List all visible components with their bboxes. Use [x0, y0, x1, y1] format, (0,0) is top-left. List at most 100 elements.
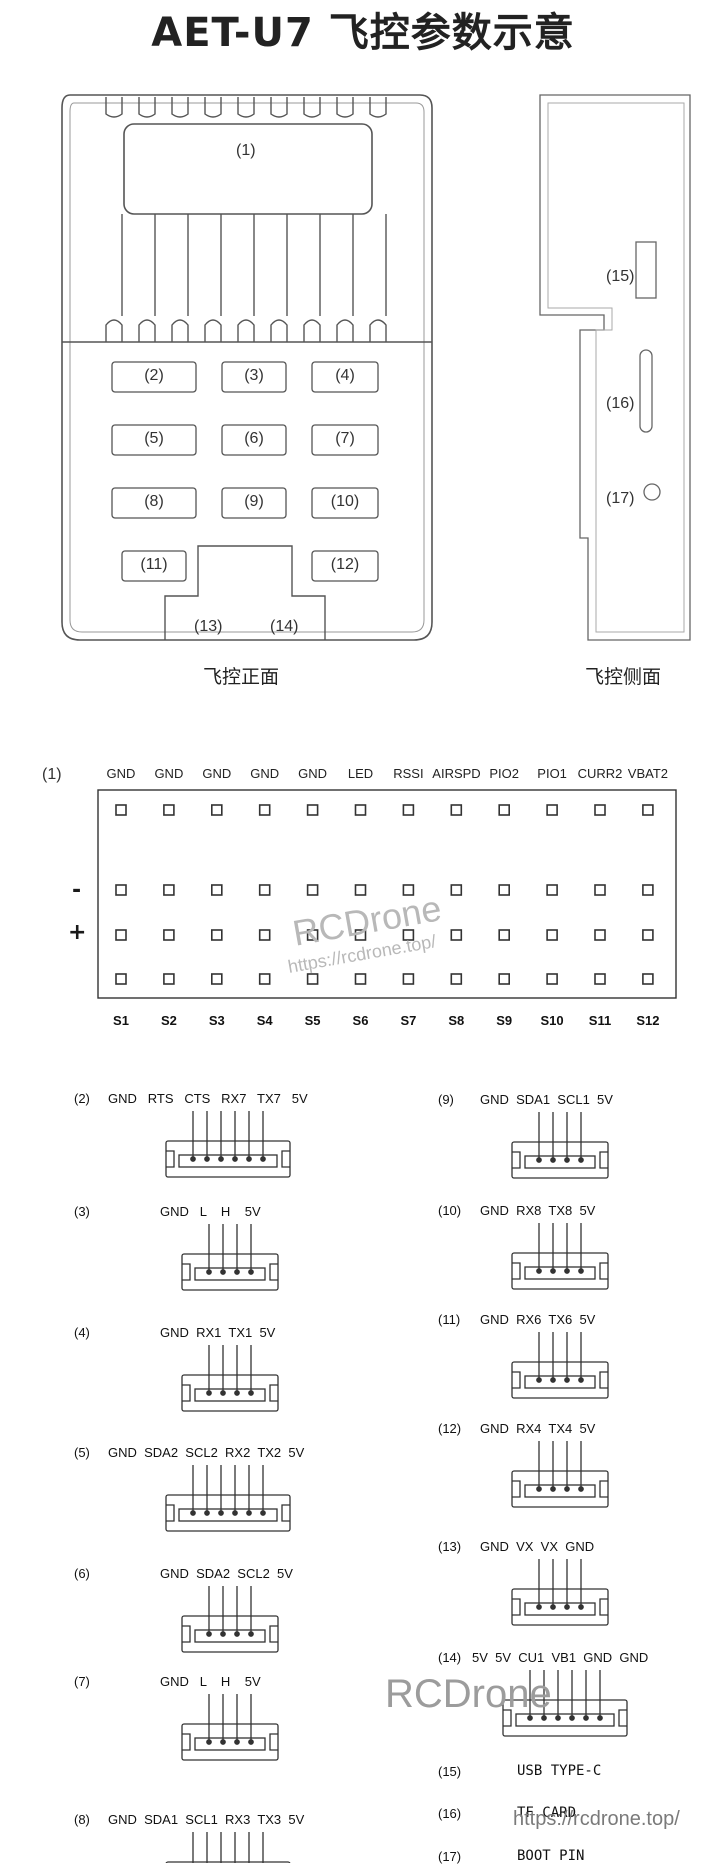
rail-signal: S5: [304, 1013, 321, 1028]
rail-pin: [546, 973, 558, 985]
rail-pin: [642, 884, 654, 896]
connector-contact: [232, 1156, 238, 1162]
fin-bottom: [336, 319, 354, 342]
connector-inner: [178, 1154, 278, 1168]
connector-contact: [536, 1486, 542, 1492]
connector-contact: [536, 1157, 542, 1163]
connector-latch: [166, 1150, 175, 1168]
connector-contact: [260, 1510, 266, 1516]
port-outline: [311, 487, 379, 519]
fin-bottom: [270, 319, 288, 342]
connector-contact: [248, 1631, 254, 1637]
connector-contact: [246, 1510, 252, 1516]
connector-number: (8): [74, 1812, 90, 1827]
connector-housing: [181, 1723, 279, 1761]
connector-latch: [182, 1384, 191, 1402]
rail-pin: [402, 929, 415, 941]
rail-pin: [402, 973, 415, 985]
rail-pin: [450, 973, 463, 985]
connector-pin-labels: GND RX4 TX4 5V: [480, 1421, 596, 1436]
connector-number: (3): [74, 1204, 90, 1219]
connector-contact: [578, 1268, 584, 1274]
connector-latch: [599, 1371, 608, 1389]
rail-pin: [642, 929, 654, 941]
port-outline: [221, 424, 287, 456]
side-item-number: (17): [438, 1849, 462, 1864]
connector-inner: [524, 1602, 596, 1616]
rail-pin: [594, 973, 606, 985]
connector-pin-labels: GND SDA2 SCL2 RX2 TX2 5V: [108, 1445, 305, 1460]
servo-rail-frame: [97, 789, 677, 999]
side-port-label: (16): [606, 395, 635, 412]
connector-contact: [204, 1510, 210, 1516]
port-label: (13): [194, 618, 223, 635]
port-label: (2): [144, 367, 164, 384]
port-label: (11): [140, 556, 168, 573]
rail-header: GND: [154, 766, 184, 781]
connector-inner: [515, 1713, 615, 1727]
rail-pin: [450, 804, 463, 816]
rail-pin: [306, 973, 319, 985]
connector-inner: [524, 1155, 596, 1169]
rail-pin: [450, 884, 463, 896]
connector-contact: [248, 1269, 254, 1275]
rail-pin: [211, 929, 223, 941]
connector-contact: [246, 1156, 252, 1162]
rail-pin: [498, 884, 511, 896]
connector-contact: [234, 1269, 240, 1275]
connector-housing: [511, 1470, 609, 1508]
port-outline: [311, 361, 379, 393]
connector-contact: [578, 1486, 584, 1492]
rail-pin: [642, 804, 654, 816]
servo-rail-label: (1): [42, 766, 62, 783]
port-label: (1): [236, 142, 256, 159]
connector-latch: [269, 1384, 278, 1402]
connector-number: (7): [74, 1674, 90, 1689]
bottom-notch: [164, 545, 326, 640]
fin-top: [369, 97, 387, 118]
front-caption: 飞控正面: [203, 666, 280, 688]
rail-pin: [354, 929, 367, 941]
port-label: (4): [335, 367, 355, 384]
connector-number: (6): [74, 1566, 90, 1581]
front-board-outline: [61, 94, 433, 641]
connector-inner: [524, 1484, 596, 1498]
connector-schematics: [165, 1111, 628, 1863]
rail-header: LED: [347, 766, 374, 781]
rail-pin: [546, 804, 558, 816]
connector-inner: [178, 1508, 278, 1522]
port-outline: [221, 487, 287, 519]
rail-signal: S10: [540, 1013, 564, 1028]
connector-contact: [206, 1739, 212, 1745]
rail-pin: [163, 929, 175, 941]
connector-contact: [204, 1156, 210, 1162]
rail-pin: [258, 804, 271, 816]
connector-contact: [564, 1268, 570, 1274]
rail-pin: [594, 884, 606, 896]
rail-signal: S8: [448, 1013, 465, 1028]
rail-pin: [306, 804, 319, 816]
rail-header: PIO2: [489, 766, 519, 781]
connector-latch: [512, 1262, 521, 1280]
connector-contact: [218, 1510, 224, 1516]
connector-contact: [218, 1156, 224, 1162]
rail-signal: S2: [160, 1013, 177, 1028]
connector-contact: [220, 1631, 226, 1637]
connector-contact: [260, 1156, 266, 1162]
page-title: AET-U7 飞控参数示意: [151, 10, 575, 56]
rail-pin: [258, 929, 271, 941]
port-outline: [121, 550, 187, 582]
rail-header: AIRSPD: [432, 766, 481, 781]
rail-pin: [306, 884, 319, 896]
connector-latch: [182, 1733, 191, 1751]
connector-contact: [597, 1715, 603, 1721]
connector-pin-labels: GND RTS CTS RX7 TX7 5V: [108, 1091, 308, 1106]
rail-header: RSSI: [393, 766, 424, 781]
connector-contact: [578, 1377, 584, 1383]
connector-outlines: [111, 361, 379, 582]
fin-bottom: [171, 319, 189, 342]
connector-inner: [194, 1629, 266, 1643]
connector-housing: [511, 1141, 609, 1179]
connector-contact: [536, 1604, 542, 1610]
fin-top: [105, 97, 123, 118]
